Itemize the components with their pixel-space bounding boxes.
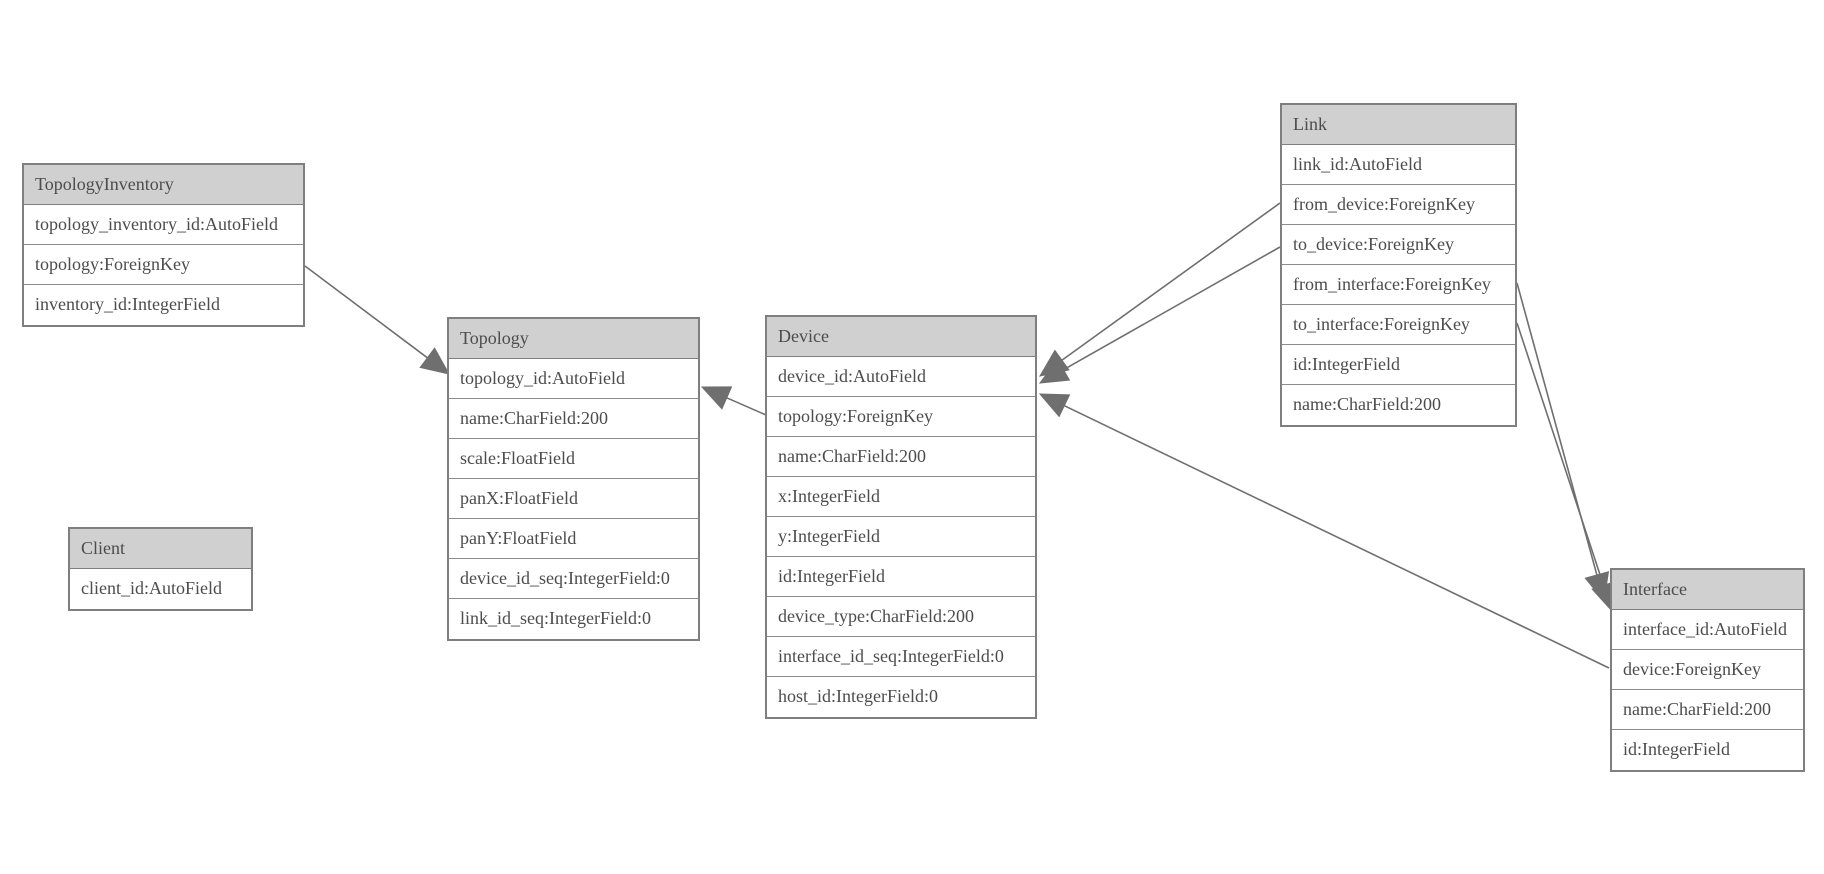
entity-field-row: name:CharField:200 <box>1282 385 1515 425</box>
entity-field-row: scale:FloatField <box>449 439 698 479</box>
entity-field-row: topology_inventory_id:AutoField <box>24 205 303 245</box>
entity-title-client: Client <box>70 529 251 569</box>
entity-field-row: host_id:IntegerField:0 <box>767 677 1035 717</box>
entity-field-row: interface_id:AutoField <box>1612 610 1803 650</box>
topologyinventory-topology-relation-arrowhead-icon <box>419 347 450 375</box>
entity-field-row: topology_id:AutoField <box>449 359 698 399</box>
entity-field-row: device_id_seq:IntegerField:0 <box>449 559 698 599</box>
entity-title-link: Link <box>1282 105 1515 145</box>
device-topology-relation-arrowhead-icon <box>700 386 733 410</box>
entity-field-row: to_interface:ForeignKey <box>1282 305 1515 345</box>
entity-field-row: interface_id_seq:IntegerField:0 <box>767 637 1035 677</box>
entity-title-device: Device <box>767 317 1035 357</box>
entity-title-topology: Topology <box>449 319 698 359</box>
entity-field-row: topology:ForeignKey <box>24 245 303 285</box>
interface-device-relation-arrowhead-icon <box>1038 393 1071 418</box>
entity-field-row: client_id:AutoField <box>70 569 251 609</box>
entity-field-row: x:IntegerField <box>767 477 1035 517</box>
entity-field-row: name:CharField:200 <box>767 437 1035 477</box>
entity-field-row: id:IntegerField <box>1612 730 1803 770</box>
device-topology-relation-line <box>726 397 767 416</box>
entity-field-row: id:IntegerField <box>767 557 1035 597</box>
entity-field-row: name:CharField:200 <box>449 399 698 439</box>
entity-title-interface: Interface <box>1612 570 1803 610</box>
entity-field-row: id:IntegerField <box>1282 345 1515 385</box>
link-to-device-relation-line <box>1063 246 1281 371</box>
topologyinventory-topology-relation-line <box>304 265 428 359</box>
link-from-device-relation-line <box>1061 202 1281 361</box>
link-to-interface-relation-line <box>1516 322 1605 586</box>
entity-field-row: link_id:AutoField <box>1282 145 1515 185</box>
entity-title-topology-inventory: TopologyInventory <box>24 165 303 205</box>
entity-field-row: device_type:CharField:200 <box>767 597 1035 637</box>
entity-field-row: topology:ForeignKey <box>767 397 1035 437</box>
link-to-device-relation-arrowhead-icon <box>1038 358 1071 384</box>
entity-field-row: y:IntegerField <box>767 517 1035 557</box>
entity-field-row: link_id_seq:IntegerField:0 <box>449 599 698 639</box>
interface-device-relation-line <box>1063 404 1610 669</box>
entity-field-row: to_device:ForeignKey <box>1282 225 1515 265</box>
entity-field-row: panY:FloatField <box>449 519 698 559</box>
entity-field-row: from_interface:ForeignKey <box>1282 265 1515 305</box>
entity-field-row: panX:FloatField <box>449 479 698 519</box>
entity-field-row: from_device:ForeignKey <box>1282 185 1515 225</box>
entity-field-row: device_id:AutoField <box>767 357 1035 397</box>
entity-field-row: device:ForeignKey <box>1612 650 1803 690</box>
entity-field-row: name:CharField:200 <box>1612 690 1803 730</box>
entity-field-row: inventory_id:IntegerField <box>24 285 303 325</box>
